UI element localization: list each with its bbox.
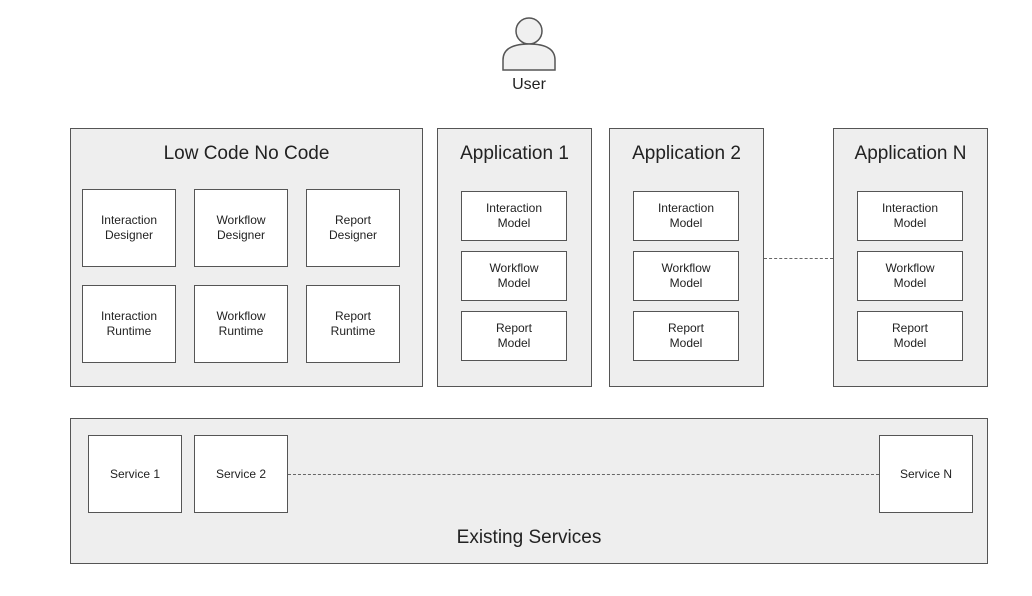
- low-code-no-code-title: Low Code No Code: [163, 143, 330, 164]
- workflow-designer-box: Workflow Designer: [194, 189, 288, 267]
- service-2-box: Service 2: [194, 435, 288, 513]
- app1-report-model-box: Report Model: [461, 311, 567, 361]
- app2-to-appn-dashed-connector: [764, 258, 833, 259]
- appn-interaction-model-box: Interaction Model: [857, 191, 963, 241]
- appn-report-model-box: Report Model: [857, 311, 963, 361]
- user-icon: [502, 17, 556, 71]
- interaction-runtime-box: Interaction Runtime: [82, 285, 176, 363]
- existing-services-title: Existing Services: [456, 527, 602, 548]
- service-1-box: Service 1: [88, 435, 182, 513]
- services-dashed-connector: [288, 474, 879, 475]
- service-n-box: Service N: [879, 435, 973, 513]
- application-n-title: Application N: [854, 143, 967, 164]
- app2-workflow-model-box: Workflow Model: [633, 251, 739, 301]
- application-2-title: Application 2: [632, 143, 741, 164]
- app2-interaction-model-box: Interaction Model: [633, 191, 739, 241]
- report-designer-box: Report Designer: [306, 189, 400, 267]
- app1-workflow-model-box: Workflow Model: [461, 251, 567, 301]
- workflow-runtime-box: Workflow Runtime: [194, 285, 288, 363]
- report-runtime-box: Report Runtime: [306, 285, 400, 363]
- application-1-title: Application 1: [460, 143, 569, 164]
- interaction-designer-box: Interaction Designer: [82, 189, 176, 267]
- appn-workflow-model-box: Workflow Model: [857, 251, 963, 301]
- user-label: User: [512, 76, 546, 93]
- app2-report-model-box: Report Model: [633, 311, 739, 361]
- app1-interaction-model-box: Interaction Model: [461, 191, 567, 241]
